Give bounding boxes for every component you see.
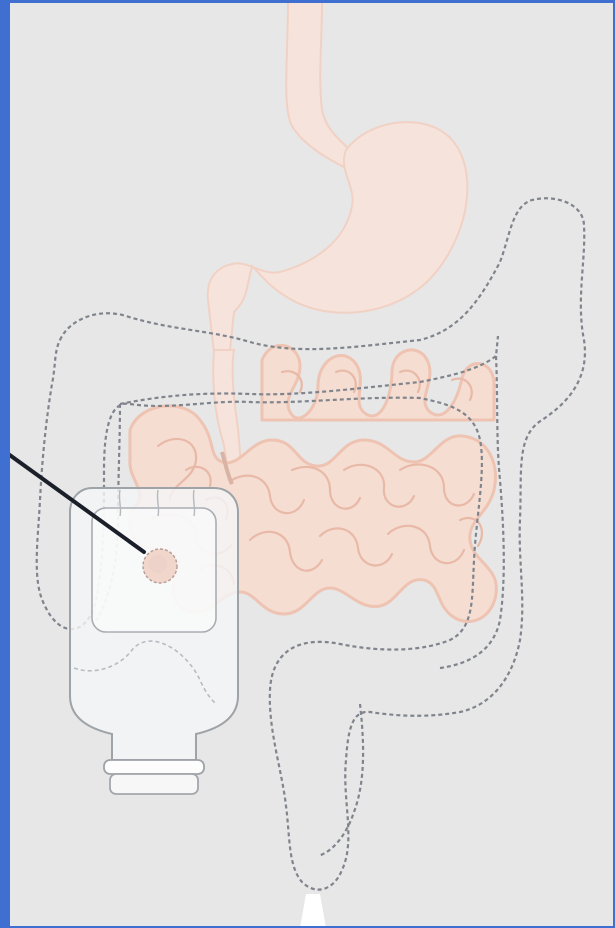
- digestive-ostomy-illustration: [10, 3, 613, 926]
- pouch-outlet-cap: [110, 774, 198, 794]
- stoma: [143, 549, 177, 583]
- rectum-exit: [300, 894, 326, 926]
- pouch-outlet-ring: [104, 760, 204, 774]
- ostomy-pouch: [70, 488, 238, 794]
- esophagus: [286, 3, 350, 168]
